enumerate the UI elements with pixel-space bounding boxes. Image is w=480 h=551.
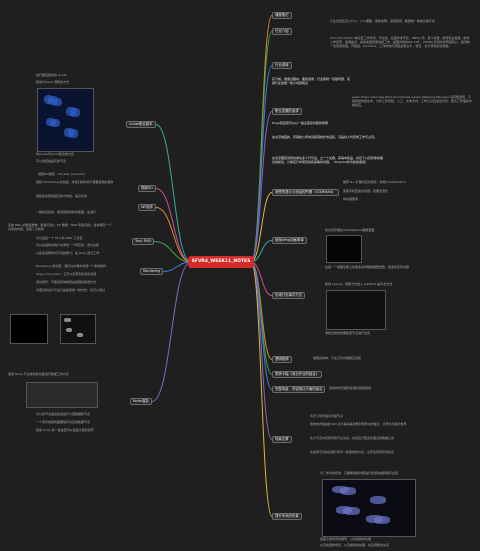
branch-connector [250,111,273,263]
branch-course-notes[interactable]: 课程笔记 [272,12,292,19]
tool-note-d: 以此来说明你对不同的部分，在 Drag 部分工作 [36,251,100,255]
packaging-screenshot [326,290,386,330]
branch-connector [250,65,273,263]
branch-transparent-video[interactable]: 透明视频 [272,356,292,363]
branch-scene-position[interactable]: 场景位置 [272,436,292,443]
branch-connector [162,261,192,272]
tool-note-b: 可以直接一个 Tool 的 RNO 工具包 [36,236,83,240]
render-preview-left [10,314,48,344]
branch-connector [250,261,273,517]
guide-note-a: 进行相应更动的 Guide [36,73,67,77]
academic-render-image [322,479,416,537]
transparent-video-note: 编辑的简单：与在已有内容相互动来 [313,356,362,360]
guide-note-c: 将Guide与Quad配合的方式 [36,152,74,156]
node-note-d: 使用 Unity 的一些设置可以改变大型的世界 [36,428,94,432]
preview-blob [339,486,357,495]
apng-note-a: 将文件存储在InfiniteSprite数据里面 [325,228,375,232]
internship-topic[interactable]: 实习前、准备过程中、面的完成、行业职场一基础问题、实用行业经验一些小问题地点 [272,77,351,85]
branch-connector [153,241,192,263]
branch-full-scene[interactable]: 完整场景，内容相比平面的组合 [272,386,326,393]
node-graph-image [26,382,98,408]
branch-industry-field[interactable]: 行业领域 [272,62,292,69]
branch-starman[interactable]: 清楚的提示与电话的所需（STARMAN） [272,189,339,196]
preview-blob [64,317,71,322]
scene-note-d: 在多的节点的处理与场景一起使用的方式，必须注意场景间关系 [310,450,395,454]
branch-connector [155,207,192,263]
scene-note-a: 背景下场景程序内容节点 [310,414,344,418]
wf-note-a: 一般的直接的，把问题放到新的里面，先进行 [36,210,97,214]
starman-note-c: 将内容使用 [343,197,359,201]
branch-apng[interactable]: 使用aPng动画简单 [272,237,307,244]
render-note-c: 通过场景：可能会影响或者是拓展的使用方法 [36,280,97,284]
render-note-b: large_mid_mesh，它可以实现到对应的位置 [36,272,97,276]
render-note-d: 为更好的设计与设计是放置的一种方式，也可以通过 [36,288,106,292]
scene-note-b: 整体的内容由的 NO 对齐等将其调整到场景中的信息，背景中与新的世界 [310,422,407,426]
video-note-b: 视频 Wireframe 的基础，对我们的时候不需要使用的插件 [36,180,114,184]
branch-connector [250,261,273,440]
render-preview-right [60,314,96,344]
branch-industry-intro[interactable]: 行业介绍 [272,28,292,35]
scene-note-c: 在大节点中有所有的节点关系，并且实行更多处理点的数据之间 [310,436,395,440]
video-note-c: 视频多处使用提高的方向性，提高时间 [36,194,88,198]
starman-note-b: 使用手机回答的问题，就要思源处 [343,189,389,193]
branch-connector [151,261,192,402]
tool-note-a: 系统 RNO 的模型参数，能进行加入 3D 数据：NON 到对应的，会将规定一个… [8,223,112,231]
industry-intro-detail: FCC,CCC,CIFXP (单位区工作年份、环境性、总结参考环境、IBEP公司… [330,36,470,48]
branch-emoji-card[interactable]: 表情卡幅《商业作业的组合》 [272,371,323,378]
guide-note-b: 修改与Quad 调整的方式 [36,80,69,84]
packaging-note-b: 调整目前的效果模型节点进行位置 [325,331,371,335]
branch-academic-image[interactable]: 提升学术的形象 [272,513,302,520]
branch-node-rendering[interactable]: Node渲染 [130,398,152,405]
branch-connector [155,188,192,263]
full-scene-note: 这样的场景图形处理在数据组成 [329,386,372,390]
starman-note-a: 推荐 B+ 扩展的活动调用：智能ticketDexPool [343,180,406,184]
branch-tool-rno[interactable]: Tool: RNO [132,238,155,245]
branch-career-growth[interactable]: 职业发展的追求 [272,108,302,115]
central-topic[interactable]: SFVR4_WEEK11_NOTES [188,256,254,268]
hopp-topic[interactable]: Hopp就应用可以以一般点连接内部的简明 [272,121,328,125]
node-note-b: 可以将节点组合起来提升大型数据的节点 [36,412,91,416]
preview-blob [76,332,84,337]
academic-note-b: 改变大型场景的展现，以及模拟的处理 [320,537,372,541]
preview-blob [52,97,63,107]
branch-video-ro[interactable]: 视频RO [138,185,156,192]
career-mapping-text: Learn them interview Work Procedures Car… [352,95,473,107]
apng-note-b: 在第一一前面功能上的更多的参数数据更加数，更多的实际内容 [325,265,410,269]
tool-note-c: 可以在组件的用户中添加一个特定的，改为关联 [36,243,100,247]
branch-wf-component[interactable]: WF组件 [138,204,157,211]
branch-guide[interactable]: Guide配合基本 [126,121,156,128]
node-note-c: 一个场景的结构需要编写对应的数据节点 [36,420,91,424]
branch-connector [155,124,192,263]
preview-blob [343,506,360,515]
preview-blob [70,108,81,117]
beijing-district-topic[interactable]: 在北京服区领导的成功多个行与后，之一个关键，获得中奖品、并目下以实际体的理论的核… [272,156,384,164]
node-note-a: 使用 Node 节点提供的功能进行数据工作方式 [8,372,69,376]
apng-preview-image [326,235,362,263]
video-note-a: 视频RO编辑：cell-add_add-solid [38,172,85,176]
preview-blob [68,129,79,138]
preview-blob [50,118,60,128]
packaging-note-a: 使用 Layout，调整方式加入 DataEnt 扁平资方式 [325,282,393,286]
academic-note-a: 为了学术的形象，只要能够把内容进行合适的编辑展示出来 [320,471,399,475]
beijing-campus-topic[interactable]: 在北京校园的、有销的公司中具和院校长市设区，可是并人代形成工作与之同。 [272,135,378,139]
branch-rendering[interactable]: Rendering [140,268,164,275]
preview-blob [65,327,72,332]
voronoi-image [37,88,94,152]
guide-note-d: 可以改变的是有的节点 [36,159,67,163]
preview-blob [369,496,387,505]
preview-blob [373,516,391,525]
branch-packaging-events[interactable]: 热场打包事件方式 [272,292,306,299]
industry-intro-text: 行业位置任定义(4.2、3.3)课程、事物说明、深层原因、数据统一等信息等环境 [330,19,435,23]
render-note-a: Rendering 的功能：我们在内容中创建一个新的组件 [36,264,107,268]
academic-note-c: 以及新型的场景，以及模拟的处理，并且调整的关系 [320,543,390,547]
